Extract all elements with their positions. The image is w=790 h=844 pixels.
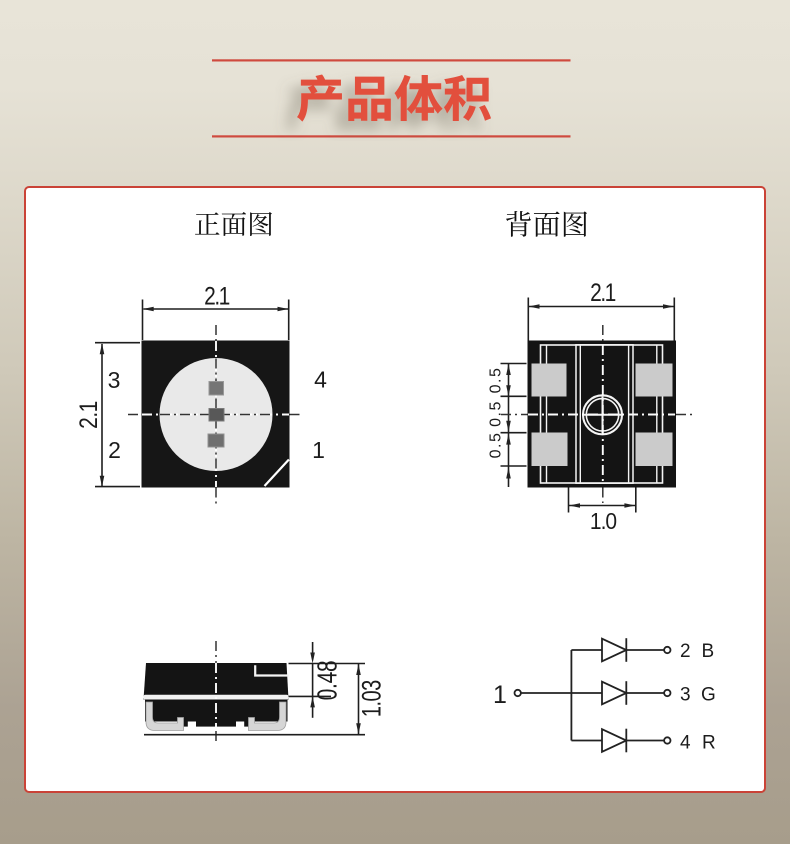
svg-text:0.48: 0.48 <box>313 661 343 701</box>
svg-text:0.5: 0.5 <box>488 367 505 394</box>
svg-text:2: 2 <box>680 641 691 662</box>
svg-text:2.1: 2.1 <box>204 282 229 310</box>
svg-text:2.1: 2.1 <box>590 278 615 306</box>
svg-text:1.03: 1.03 <box>357 680 388 717</box>
svg-text:R: R <box>702 733 716 754</box>
svg-text:B: B <box>702 641 715 662</box>
svg-text:1: 1 <box>493 681 507 709</box>
svg-text:0.5: 0.5 <box>488 432 505 459</box>
svg-text:1.0: 1.0 <box>590 508 617 534</box>
svg-text:G: G <box>701 685 716 706</box>
svg-text:4: 4 <box>314 367 327 393</box>
svg-text:2.1: 2.1 <box>74 401 102 429</box>
svg-text:4: 4 <box>680 733 691 754</box>
svg-text:3: 3 <box>680 685 691 706</box>
svg-text:0.5: 0.5 <box>488 400 505 427</box>
svg-text:1: 1 <box>312 437 325 463</box>
svg-text:2: 2 <box>108 437 121 463</box>
svg-text:3: 3 <box>108 367 121 393</box>
